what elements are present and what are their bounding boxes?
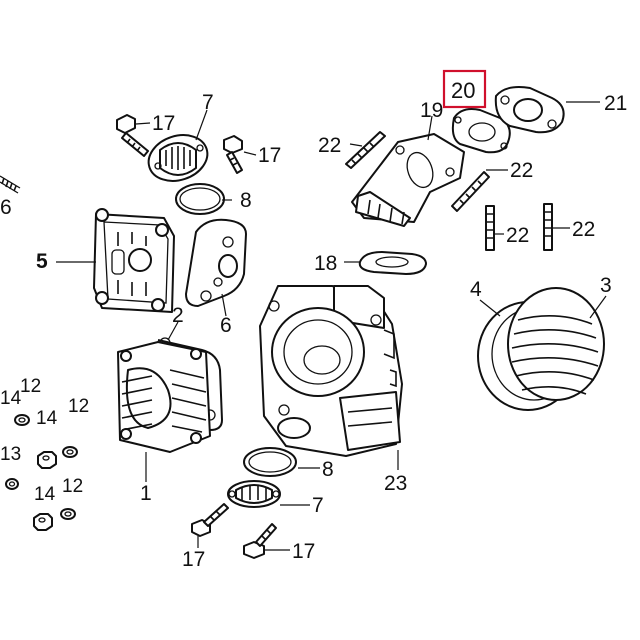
o-ring-bottom (243, 447, 297, 477)
callout-23: 23 (384, 472, 407, 495)
callout-13: 13 (0, 444, 21, 465)
callout-17-bottom-right: 17 (292, 540, 315, 563)
small-gasket (358, 251, 427, 275)
callout-2: 2 (172, 304, 184, 327)
cylinder-block (117, 341, 211, 453)
flange-bolt-bottom-right (243, 523, 277, 559)
callout-22-c: 22 (506, 224, 529, 247)
head-gasket (185, 218, 247, 307)
washer-12-c (60, 508, 76, 520)
stud-d (543, 203, 553, 251)
callout-12-c: 12 (62, 476, 83, 497)
carb-gasket (494, 86, 565, 134)
flange-bolt-top-left (116, 114, 149, 157)
callout-14-a: 14 (0, 388, 22, 409)
stud-b (451, 171, 490, 212)
nut-14-c (33, 513, 53, 531)
callout-14-b: 14 (36, 408, 58, 429)
o-ring-top (175, 183, 225, 215)
callout-7-bottom: 7 (312, 494, 324, 517)
callout-17-top-left: 17 (152, 112, 175, 135)
washer-12-a (14, 414, 30, 426)
callout-22-d: 22 (572, 218, 595, 241)
callout-1: 1 (140, 482, 152, 505)
air-filter-cover (507, 287, 605, 401)
callout-3: 3 (600, 274, 612, 297)
callout-22-a: 22 (318, 134, 341, 157)
callout-20: 20 (451, 78, 475, 103)
callout-8-bottom: 8 (322, 458, 334, 481)
callout-21: 21 (604, 92, 627, 115)
stud-c (485, 205, 495, 251)
callout-numbers: 7 17 17 6 8 5 6 2 1 19 21 22 22 22 22 18… (0, 91, 627, 571)
cap-plate-top (147, 134, 209, 182)
callout-18: 18 (314, 252, 337, 275)
callout-14-c: 14 (34, 484, 56, 505)
callout-4: 4 (470, 278, 482, 301)
insulator-gasket (451, 108, 511, 154)
callout-12-b: 12 (68, 396, 89, 417)
bolt-left-edge (0, 175, 21, 194)
nut-14-a (37, 451, 57, 469)
callout-5: 5 (36, 250, 48, 273)
stud-a (345, 131, 386, 169)
callout-7-top: 7 (202, 91, 214, 114)
cylinder-head (93, 208, 175, 313)
callout-8-top: 8 (240, 189, 252, 212)
leader-lines (56, 101, 607, 551)
callout-6-left: 6 (0, 196, 12, 219)
callout-17-bottom-left: 17 (182, 548, 205, 571)
callout-17-top-right: 17 (258, 144, 281, 167)
cap-plate-bottom (227, 480, 281, 508)
washer-12-b (62, 446, 78, 458)
highlight-box (442, 69, 487, 109)
callout-12-a: 12 (20, 376, 41, 397)
crankcase (259, 285, 403, 457)
highlighted-callout[interactable]: 20 (442, 69, 487, 109)
flange-bolt-top-right (223, 135, 243, 174)
washer-13 (5, 478, 19, 490)
intake-manifold (351, 133, 465, 227)
callout-6: 6 (220, 314, 232, 337)
callout-19: 19 (420, 99, 443, 122)
flange-bolt-bottom-left (191, 503, 229, 537)
callout-22-b: 22 (510, 159, 533, 182)
